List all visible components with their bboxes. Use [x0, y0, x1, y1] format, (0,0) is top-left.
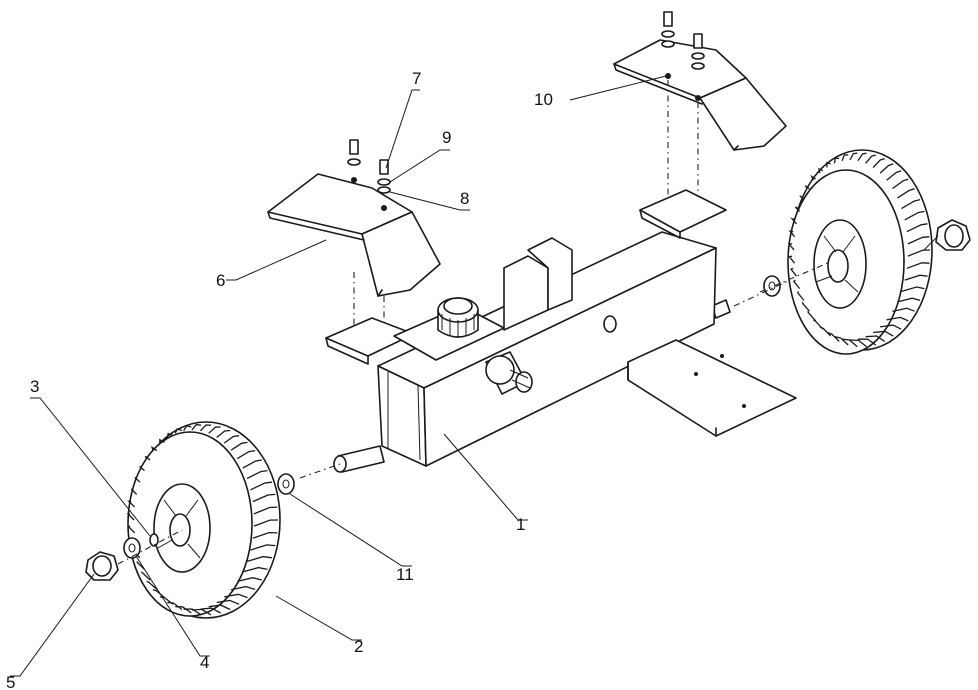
callout-10: 10 [534, 90, 553, 109]
right-axle-washer [711, 261, 831, 319]
left-axle [299, 445, 385, 479]
callout-4: 4 [200, 653, 209, 672]
side-fitting [485, 351, 533, 395]
control-knob [437, 297, 479, 338]
callout-9: 9 [442, 128, 451, 147]
callout-8: 8 [460, 189, 469, 208]
right-axle-nut [923, 219, 971, 251]
left-hub-washer [149, 533, 159, 547]
left-hub-cap [85, 529, 183, 581]
main-frame [325, 189, 797, 467]
callout-3: 3 [30, 377, 39, 396]
leader-lines [10, 75, 667, 677]
callout-2: 2 [354, 637, 363, 656]
callout-11: 11 [396, 565, 414, 584]
right-mudguard-bolts [661, 11, 705, 222]
left-mudguard [267, 173, 441, 297]
left-washer [277, 473, 295, 495]
left-wheel [126, 421, 281, 619]
callout-1: 1 [516, 515, 525, 534]
right-mudguard [613, 39, 787, 151]
callout-7: 7 [412, 69, 421, 88]
callout-5: 5 [6, 673, 15, 690]
callout-labels: 7 9 8 10 6 3 1 11 2 4 5 [6, 69, 553, 690]
left-hub-nut [123, 537, 141, 559]
callout-6: 6 [216, 271, 225, 290]
right-wheel [787, 149, 933, 355]
